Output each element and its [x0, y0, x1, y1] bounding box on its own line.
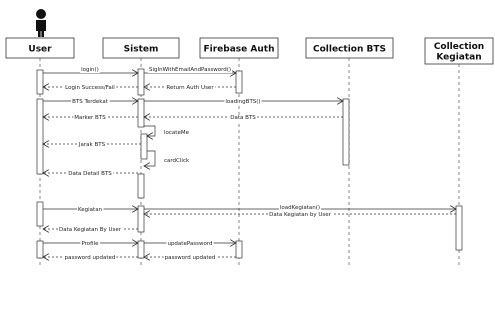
label-backing [224, 99, 262, 105]
participant-collection-bts: Collection BTS [305, 37, 394, 59]
message-label: Jarak BTS [78, 142, 106, 148]
activation-bar-sistem [137, 240, 145, 259]
activation-bar-sistem [137, 173, 145, 199]
participant-label: Sistem [124, 45, 159, 55]
message-label: password updated [65, 255, 116, 261]
message-label: Data BTS [230, 115, 256, 121]
activation-bar-user [36, 201, 44, 227]
activation-bar-user [36, 240, 44, 259]
label-backing [163, 158, 191, 164]
activation-bar-sistem [137, 68, 145, 96]
activation-bar-sistem [137, 98, 145, 128]
message-label: Return Auth User [166, 85, 214, 91]
message-label: Kegiatan [78, 207, 103, 213]
label-backing [166, 241, 214, 247]
participant-sistem: Sistem [102, 37, 180, 59]
label-backing [165, 85, 216, 91]
message-label: loadKegiatan() [280, 205, 320, 211]
activation-bar-firebase [235, 240, 243, 259]
label-backing [80, 241, 101, 247]
message-arrow [144, 150, 156, 166]
label-backing [71, 99, 110, 105]
message-label: updatePassword [167, 241, 212, 247]
participant-user: User [5, 37, 75, 59]
participant-label-line-2: Kegiatan [436, 53, 481, 63]
label-backing [67, 171, 114, 177]
message-label: Data Kegiatan By User [59, 227, 122, 233]
activation-bar-user [36, 98, 44, 175]
label-backing [80, 67, 100, 73]
label-backing [73, 115, 108, 121]
participant-label: Collection BTS [313, 45, 386, 55]
activation-bar-firebase [235, 70, 243, 94]
participant-label-line-1: Collection [434, 42, 484, 52]
message-label: locateMe [164, 130, 190, 136]
label-backing [278, 205, 322, 211]
label-backing [229, 115, 258, 121]
label-backing [63, 255, 117, 261]
message-label: Login Success/Fail [65, 85, 115, 91]
activation-bar-user [36, 69, 44, 95]
label-backing [57, 227, 123, 233]
participant-collection-kegiatan: Collection Kegiatan [424, 37, 494, 65]
actor-icon [36, 9, 46, 37]
participant-label: Firebase Auth [204, 45, 275, 55]
activation-bar-collection-kegiatan [455, 205, 463, 251]
label-backing [163, 130, 191, 136]
message-label: Profile [81, 241, 99, 247]
message-label: cardClick [164, 158, 190, 164]
message-label: login() [81, 67, 99, 73]
message-label: password updated [165, 255, 216, 261]
label-backing [76, 207, 104, 213]
message-label: loadingBTS() [225, 99, 260, 105]
participant-label: User [28, 45, 52, 55]
label-backing [268, 212, 333, 218]
label-backing [163, 255, 217, 261]
activation-bar-sistem [140, 133, 148, 160]
message-label: SigInWithEmailAndPassword() [149, 67, 231, 73]
message-label: Data Kegiatan by User [269, 212, 332, 218]
activation-bar-sistem [137, 205, 145, 233]
label-backing [76, 142, 107, 148]
message-label: BTS Terdekat [72, 99, 109, 105]
activation-bar-collection-bts [342, 98, 350, 166]
message-label: Data Detail BTS [68, 171, 112, 177]
label-backing [64, 85, 117, 91]
label-backing [147, 67, 233, 73]
message-label: Marker BTS [74, 115, 106, 121]
participant-firebase-auth: Firebase Auth [199, 37, 279, 59]
message-arrow [144, 125, 156, 136]
